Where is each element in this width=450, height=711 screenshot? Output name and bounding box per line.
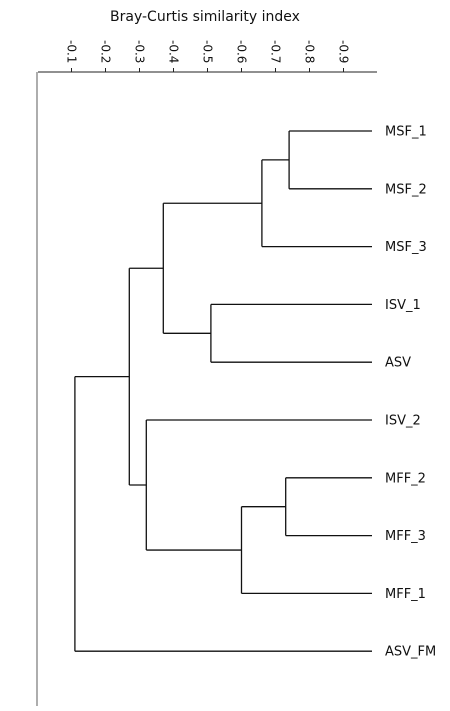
tick-label: -0.5 <box>201 40 215 63</box>
tick-label: -0.7 <box>269 40 283 63</box>
tick-label: -0.3 <box>133 40 147 63</box>
tick-label: -0.8 <box>303 40 317 63</box>
leaf-label: ISV_2 <box>385 414 421 429</box>
leaf-label: MFF_1 <box>385 587 426 602</box>
dendrogram-branches <box>74 130 372 652</box>
leaf-label: MSF_1 <box>385 125 427 140</box>
leaf-label: ASV_FM <box>385 645 436 660</box>
leaf-label: ASV <box>385 356 411 371</box>
leaf-label: MFF_3 <box>385 529 426 544</box>
tick-label: -0.4 <box>167 40 181 63</box>
leaf-label: MSF_2 <box>385 182 427 197</box>
tick-label: -0.1 <box>65 40 79 63</box>
axis-ticks: -0.1 -0.2 -0.3 -0.4 -0.5 -0.6 -0.7 -0.8 -0.9 <box>65 40 351 72</box>
leaf-label: MFF_2 <box>385 471 426 486</box>
leaf-label: MSF_3 <box>385 240 427 255</box>
tick-label: -0.9 <box>337 40 351 63</box>
tick-label: -0.2 <box>99 40 113 63</box>
tick-label: -0.6 <box>235 40 249 63</box>
leaf-label: ISV_1 <box>385 298 421 313</box>
axis-title: Bray-Curtis similarity index <box>110 9 300 25</box>
